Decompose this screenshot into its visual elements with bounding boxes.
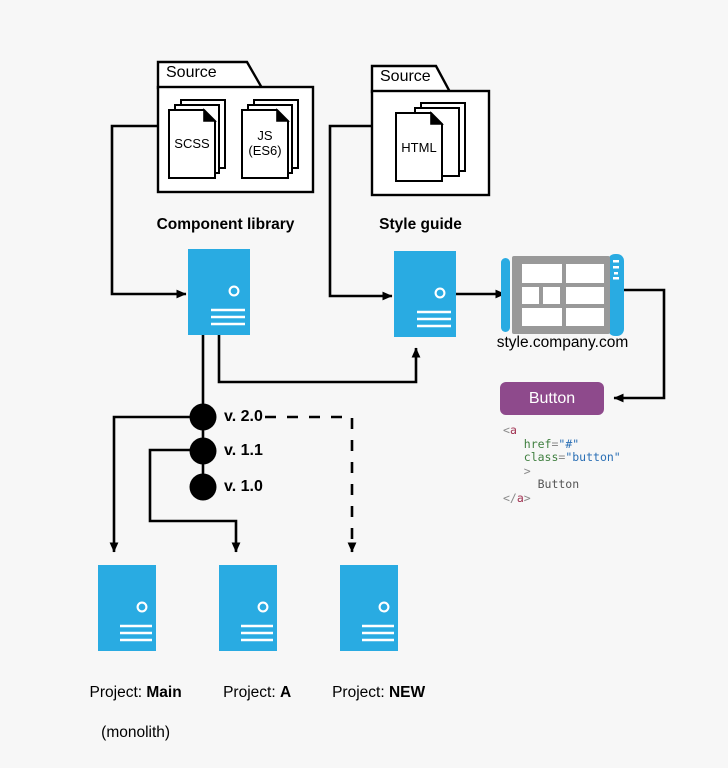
project-name: Main (146, 684, 182, 701)
project-a-server[interactable] (219, 565, 277, 651)
version-nodes (189, 403, 217, 501)
project-sub: (monolith) (101, 724, 171, 741)
project-prefix: Project: (223, 684, 280, 701)
browser-right-strip (608, 254, 624, 336)
project-label-main: Project: Main (monolith) (47, 663, 207, 763)
browser-left-strip (501, 258, 510, 332)
version-dot-1-1 (189, 437, 217, 465)
document-label-scss: SCSS (174, 136, 210, 151)
version-dot-2-0 (189, 403, 217, 431)
edge-source-to-component-server (110, 124, 187, 299)
version-label-2-0: v. 2.0 (224, 408, 263, 425)
browser-content-blocks (522, 264, 604, 326)
style-guide-server[interactable] (394, 251, 456, 337)
component-library-server[interactable] (188, 249, 250, 335)
edge-component-to-styleguide (217, 334, 421, 384)
edge-v20-to-project-new (265, 415, 357, 553)
edge-v20-to-project-main (109, 415, 196, 553)
code-snippet: <a href="#" class="button" > Button </a> (503, 423, 621, 505)
project-new-server[interactable] (340, 565, 398, 651)
project-name: NEW (388, 684, 426, 701)
edge-v11-to-project-a (148, 448, 241, 553)
project-prefix: Project: (89, 684, 147, 701)
caption-style-guide: Style guide (379, 216, 462, 233)
document-label-html: HTML (401, 140, 437, 155)
project-label-new: Project: NEW (300, 663, 440, 723)
project-name: A (279, 684, 292, 701)
browser-strip-marks (613, 260, 619, 280)
button-preview-label: Button (528, 389, 576, 407)
document-stack-js (241, 99, 299, 179)
browser-caption: style.company.com (496, 334, 629, 351)
project-prefix: Project: (332, 684, 389, 701)
project-main-server[interactable] (98, 565, 156, 651)
project-label-a: Project: A (181, 663, 316, 723)
document-stack-scss (168, 99, 226, 179)
edge-source-to-styleguide-server (328, 124, 393, 301)
caption-component-library: Component library (156, 216, 295, 233)
version-label-1-0: v. 1.0 (224, 478, 263, 495)
version-label-1-1: v. 1.1 (224, 442, 263, 459)
document-label-js: JS (ES6) (248, 128, 282, 158)
version-dot-1-0 (189, 473, 217, 501)
edge-browser-to-button (613, 288, 666, 403)
folder-tab-label-styleguide: Source (380, 68, 431, 85)
document-stack-html (395, 102, 466, 182)
folder-tab-label-component: Source (166, 64, 217, 81)
button-preview[interactable]: Button (500, 382, 604, 415)
